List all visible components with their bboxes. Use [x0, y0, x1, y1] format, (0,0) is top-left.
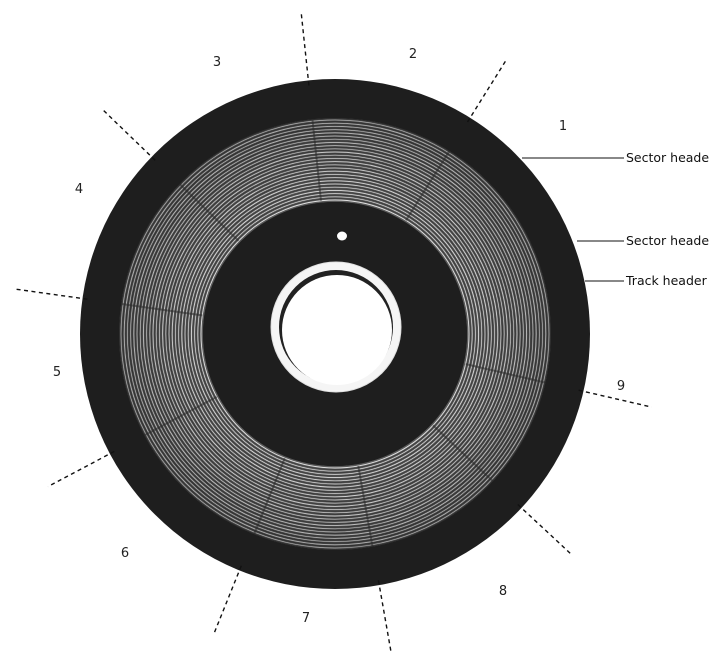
- sector-number-3: 3: [213, 55, 221, 70]
- sector-divider-3: [101, 108, 155, 160]
- sector-number-8: 8: [499, 584, 507, 599]
- sector-divider-6: [213, 566, 241, 636]
- index-hole: [337, 232, 347, 241]
- sector-divider-7: [378, 580, 391, 651]
- sector-divider-4: [13, 289, 87, 299]
- sector-divider-9: [579, 390, 652, 407]
- callout-label-sector-header-1: Sector header: [626, 150, 710, 165]
- callout-sector-header-2: Sector header: [577, 233, 710, 248]
- sector-divider-1: [468, 58, 508, 122]
- sector-divider-8: [518, 505, 573, 556]
- callout-label-sector-header-2: Sector header: [626, 233, 710, 248]
- sector-number-2: 2: [409, 47, 417, 62]
- sector-divider-2: [301, 11, 309, 86]
- sector-number-4: 4: [75, 182, 83, 197]
- callout-track-header: Track header: [585, 273, 708, 288]
- callout-label-track-header: Track header: [625, 273, 708, 288]
- sector-number-5: 5: [53, 365, 61, 380]
- hub-hole: [282, 275, 392, 385]
- sector-divider-5: [48, 451, 114, 486]
- sector-number-9: 9: [617, 379, 625, 394]
- sector-number-1: 1: [559, 119, 567, 134]
- sector-number-6: 6: [121, 546, 129, 561]
- sector-number-7: 7: [302, 611, 310, 626]
- callout-sector-header-1: Sector header: [522, 150, 710, 165]
